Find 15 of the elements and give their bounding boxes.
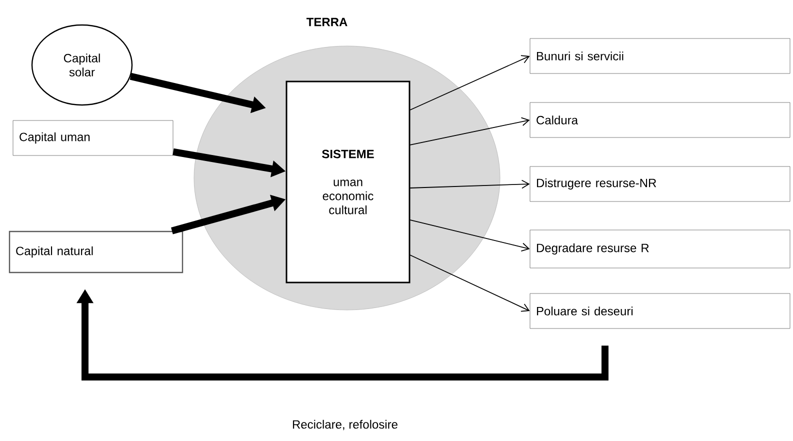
- arrow: [410, 180, 530, 189]
- text-box: Capital natural: [8, 230, 184, 274]
- text-box: Distrugere resurse-NR: [530, 166, 790, 202]
- text-box: Bunuri si servicii: [530, 38, 790, 74]
- system-box: SISTEME uman economic cultural: [286, 80, 410, 284]
- text-box: Poluare si deseuri: [530, 293, 790, 329]
- text-box: Degradare resurse R: [530, 230, 790, 268]
- arrow: [410, 55, 530, 110]
- globe-heading: TERRA: [306, 18, 348, 26]
- arrow: [410, 254, 530, 312]
- edge-label: Reciclare, refolosire: [288, 416, 402, 434]
- text-box: Caldura: [530, 102, 790, 138]
- text-box: Capital uman: [12, 120, 174, 156]
- arrow: [410, 220, 530, 252]
- arrow: [410, 117, 530, 146]
